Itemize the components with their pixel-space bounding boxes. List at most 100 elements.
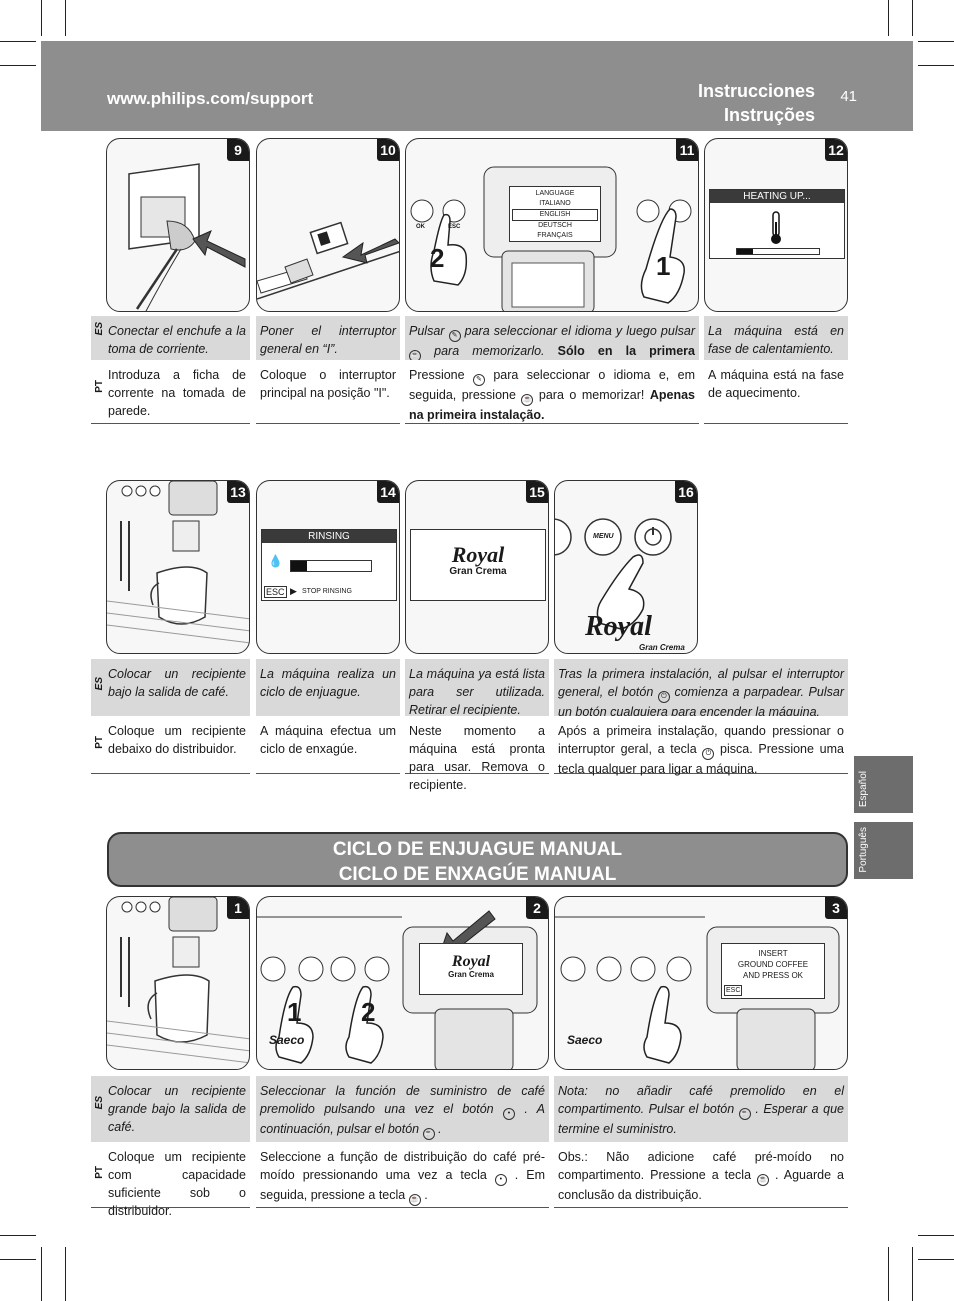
step-number: 15 (526, 481, 548, 503)
instruction-pt: Seleccione a função de distribuição do c… (256, 1142, 549, 1208)
rinse-progress-bar (290, 560, 372, 572)
step-number: 1 (227, 897, 249, 919)
arrow-icon: ▶ (290, 586, 297, 596)
step-number: 13 (227, 481, 249, 503)
esc-button-label: ESC (448, 224, 461, 230)
instruction-pt: Obs.: Não adicione café pré-moído no com… (554, 1142, 848, 1208)
figure-13: 13 (106, 480, 250, 654)
crop-mark (65, 0, 66, 36)
crop-mark (0, 65, 36, 66)
instruction-es: La máquina realiza un ciclo de enjuague. (256, 659, 400, 716)
screen-title: RINSING (262, 530, 396, 543)
machine-with-large-jug-illustration (107, 897, 249, 1064)
stop-rinsing-label: STOP RINSING (302, 588, 352, 595)
power-switch-illustration (257, 221, 399, 300)
figure-12: HEATING UP... 12 (704, 138, 848, 312)
instruction-pt: PT Coloque um recipiente com capacidade … (91, 1142, 250, 1218)
crop-mark (888, 1247, 889, 1301)
instruction-es: ES Conectar el enchufe a la toma de corr… (91, 316, 250, 360)
menu-item: LANGUAGE (535, 190, 575, 197)
figure-manual-3: INSERT GROUND COFFEE AND PRESS OK ESC Sa… (554, 896, 848, 1070)
instruction-text: Poner el interruptor general en “I”. (260, 324, 396, 356)
instruction-pt: PT Introduza a ficha de corrente na toma… (91, 360, 250, 424)
lang-code-pt: PT (94, 1166, 105, 1179)
language-key-icon: ✎ (472, 374, 485, 386)
ok-button-label: OK (416, 224, 425, 230)
screen-title: HEATING UP... (710, 190, 844, 203)
ok-key-icon: ☕ (757, 1174, 770, 1186)
screen-line: INSERT (758, 949, 788, 958)
instruction-pt: A máquina está na fase de aquecimento. (704, 360, 848, 424)
step-number: 2 (526, 897, 548, 919)
plug-socket-illustration (128, 163, 246, 311)
side-tab-espanol: Español (854, 756, 913, 813)
instruction-pt: Neste momento a máquina está pronta para… (405, 716, 549, 792)
lang-code-es: ES (94, 322, 105, 336)
instruction-es: Poner el interruptor general en “I”. (256, 316, 400, 360)
instruction-pt: PT Coloque um recipiente debaixo do dist… (91, 716, 250, 774)
menu-button-label: MENU (593, 533, 614, 540)
step-number: 3 (825, 897, 847, 919)
page-header: www.philips.com/support Instrucciones In… (41, 41, 913, 131)
figure-manual-2: Royal Gran Crema 1 2 Saeco 2 (256, 896, 549, 1070)
crop-mark (65, 1247, 66, 1301)
power-icon: ⏻ (702, 748, 715, 760)
instruction-text: Seleccione a função de distribuição do c… (256, 1142, 549, 1210)
instruction-text: Conectar el enchufe a la toma de corrien… (108, 324, 246, 356)
model-name: Gran Crema (639, 643, 685, 652)
royal-logo: Royal (585, 611, 652, 642)
instruction-text: La máquina está en fase de calentamiento… (708, 324, 844, 356)
instruction-text: Colocar un recipiente grande bajo la sal… (108, 1084, 246, 1134)
instruction-text: Coloque um recipiente com capacidade suf… (108, 1150, 246, 1218)
menu-item: FRANÇAIS (537, 232, 573, 239)
side-tab-portugues: Português (854, 822, 913, 879)
water-drop-icon: 💧 (268, 554, 283, 568)
ground-coffee-key-icon: • (502, 1108, 515, 1120)
instruction-text: La máquina realiza un ciclo de enjuague. (260, 667, 396, 699)
instruction-text: Colocar un recipiente bajo la salida de … (108, 667, 246, 699)
crop-mark (918, 1235, 954, 1236)
step-number: 16 (675, 481, 697, 503)
title-pt: Instruções (723, 105, 815, 125)
step-number: 11 (676, 139, 698, 161)
instruction-text: La máquina ya está lista para ser utiliz… (409, 667, 545, 717)
crop-mark (888, 0, 889, 36)
crop-mark (0, 1259, 36, 1260)
instruction-es: ES Colocar un recipiente bajo la salida … (91, 659, 250, 716)
instruction-text: Obs.: Não adicione café pré-moído no com… (558, 1150, 844, 1202)
instruction-text: Coloque um recipiente debaixo do distrib… (108, 724, 246, 756)
power-button-illustration (555, 518, 672, 630)
section-title-es: CICLO DE ENJUAGUE MANUAL (332, 839, 623, 860)
machine-with-jug-illustration (107, 481, 249, 644)
instruction-es: Pulsar ✎ para seleccionar el idioma y lu… (405, 316, 699, 378)
crop-mark (912, 0, 913, 36)
instruction-pt: Coloque o interruptor principal na posiç… (256, 360, 400, 424)
instruction-text: Nota: no añadir café premolido en el com… (558, 1084, 844, 1136)
menu-item: ITALIANO (539, 200, 571, 207)
figure-11: LANGUAGE ITALIANO ENGLISH DEUTSCH FRANÇA… (405, 138, 699, 312)
menu-item: DEUTSCH (538, 222, 572, 229)
instruction-es: Seleccionar la función de suministro de … (256, 1076, 549, 1142)
support-url[interactable]: www.philips.com/support (107, 89, 314, 108)
instruction-text: Neste momento a máquina está pronta para… (409, 724, 545, 792)
lang-code-es: ES (94, 1096, 105, 1110)
model-name: Gran Crema (449, 566, 507, 577)
heating-screen: HEATING UP... (709, 189, 845, 259)
crop-mark (918, 65, 954, 66)
royal-logo: Royal (451, 542, 505, 567)
power-icon: ⏻ (657, 691, 670, 703)
callout-2: 2 (430, 243, 445, 273)
lang-code-pt: PT (94, 736, 105, 749)
saeco-logo: Saeco (269, 1033, 305, 1047)
crop-mark (41, 0, 42, 36)
instruction-text: Introduza a ficha de corrente na tomada … (108, 368, 246, 418)
page-number: 41 (840, 88, 857, 105)
crop-mark (918, 41, 954, 42)
ready-screen: Royal Gran Crema (410, 529, 546, 601)
instruction-text: Coloque o interruptor principal na posiç… (260, 368, 396, 400)
crop-mark (912, 1247, 913, 1301)
crop-mark (0, 1235, 36, 1236)
crop-mark (0, 41, 36, 42)
figure-15: Royal Gran Crema 15 (405, 480, 549, 654)
crop-mark (41, 1247, 42, 1301)
